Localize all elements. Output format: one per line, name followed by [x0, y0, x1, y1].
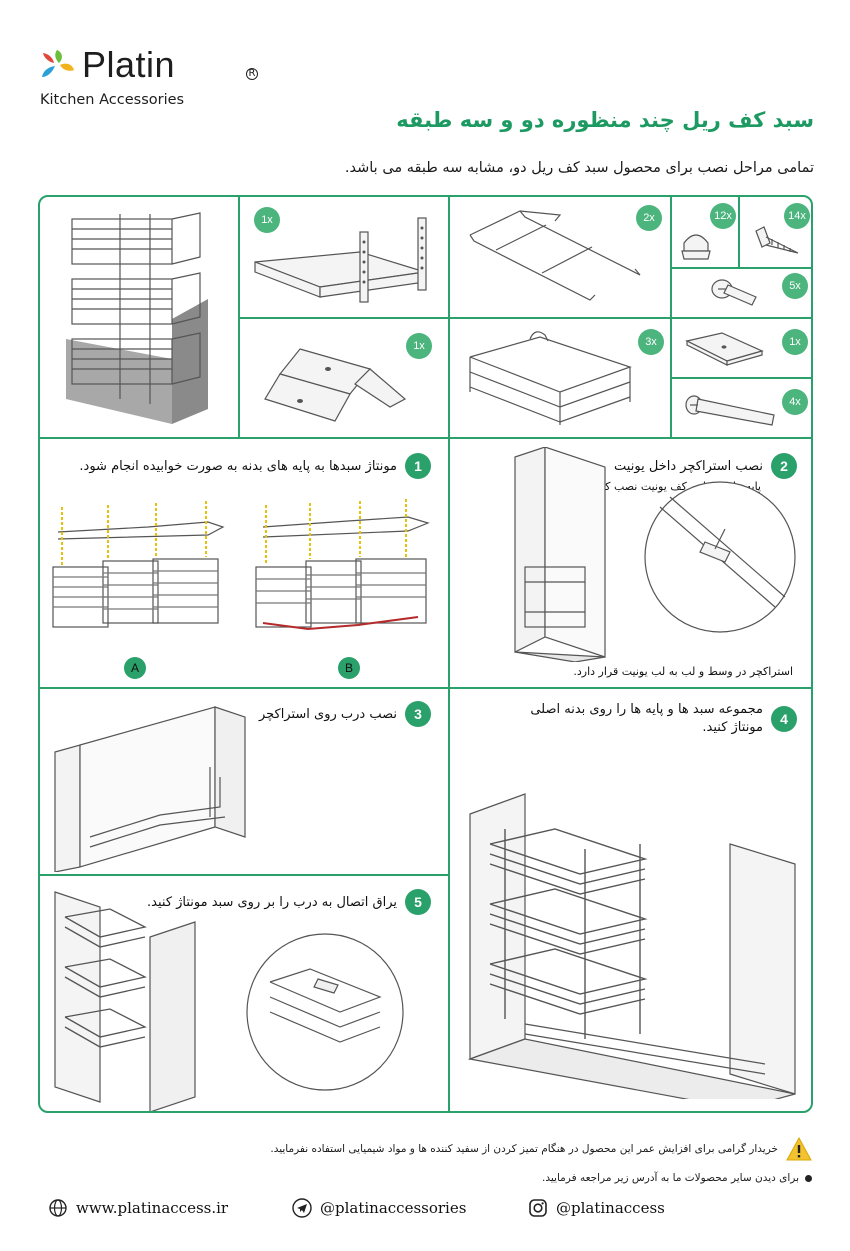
step-number: 2 — [771, 453, 797, 479]
step-5-heading: 5 یراق اتصال به درب را بر روی سبد مونتاژ… — [147, 889, 431, 915]
qty-badge: 1x — [782, 329, 808, 355]
step-1-illustration — [52, 499, 430, 631]
part-basket: 3x — [450, 319, 670, 437]
step-2-heading: 2 نصب استراکچر داخل یونیت — [614, 453, 797, 479]
qty-badge: 1x — [254, 207, 280, 233]
qty-badge: 1x — [406, 333, 432, 359]
step-3-heading: 3 نصب درب روی استراکچر — [259, 701, 431, 727]
brand-name: Platin — [82, 44, 176, 85]
divider — [670, 377, 811, 379]
part-bracket: 1x — [240, 319, 448, 437]
variant-b-label: B — [338, 657, 360, 679]
instagram-link[interactable]: @platinaccess — [556, 1199, 665, 1217]
divider — [40, 437, 811, 439]
qty-badge: 14x — [784, 203, 810, 229]
warning-text: خریدار گرامی برای افزایش عمر این محصول د… — [270, 1143, 778, 1155]
divider — [238, 317, 811, 319]
divider — [40, 687, 811, 689]
page-title: سبد کف ریل چند منظوره دو و سه طبقه — [396, 108, 814, 132]
bullet-icon — [805, 1174, 812, 1182]
globe-icon — [49, 1199, 67, 1217]
instagram-icon — [529, 1199, 547, 1217]
divider — [40, 874, 448, 876]
info-text: برای دیدن سایر محصولات ما به آدرس زیر مر… — [542, 1172, 799, 1184]
step-text: نصب استراکچر داخل یونیت — [614, 458, 763, 474]
page-subtitle: تمامی مراحل نصب برای محصول سبد کف ریل دو… — [344, 160, 814, 176]
telegram-icon — [292, 1198, 312, 1218]
step-number: 3 — [405, 701, 431, 727]
qty-badge: 4x — [782, 389, 808, 415]
step-text: نصب درب روی استراکچر — [258, 706, 397, 722]
brand-header: Platin R Kitchen Accessories — [40, 44, 260, 114]
warning-icon — [786, 1137, 812, 1161]
divider — [738, 197, 740, 267]
part-screw: 14x — [740, 197, 811, 267]
step-1-heading: 1 مونتاژ سبدها به پایه های بدنه به صورت … — [79, 453, 431, 479]
step-text: مونتاژ سبدها به پایه های بدنه به صورت خو… — [79, 458, 397, 474]
info-notice: برای دیدن سایر محصولات ما به آدرس زیر مر… — [542, 1172, 812, 1184]
brand-tagline: Kitchen Accessories — [40, 92, 185, 108]
instructions-frame: 1x 2x 12x 14x — [38, 195, 813, 1113]
step-4-illustration — [467, 793, 796, 1099]
step-4-heading: 4 مجموعه سبد ها و پایه ها را روی بدنه اص… — [513, 701, 797, 737]
step-text: یراق اتصال به درب را بر روی سبد مونتاژ ک… — [147, 894, 397, 910]
product-overview-image — [66, 212, 208, 424]
platin-logo-icon — [42, 50, 74, 77]
website-link[interactable]: www.platinaccess.ir — [76, 1199, 229, 1217]
registered-mark: R — [246, 68, 258, 80]
step-text: مجموعه سبد ها و پایه ها را روی بدنه اصلی… — [530, 702, 763, 735]
step-number: 1 — [405, 453, 431, 479]
warning-notice: خریدار گرامی برای افزایش عمر این محصول د… — [270, 1137, 812, 1161]
qty-badge: 5x — [782, 273, 808, 299]
divider — [448, 197, 450, 1111]
step-number: 4 — [771, 706, 797, 732]
variant-a-label: A — [124, 657, 146, 679]
footer-website[interactable]: www.platinaccess.ir — [48, 1198, 228, 1218]
divider — [670, 267, 811, 269]
step-5-illustration — [54, 891, 404, 1111]
part-cap-nut: 12x — [672, 197, 738, 267]
footer-telegram[interactable]: @platinaccessories — [292, 1198, 466, 1218]
qty-badge: 3x — [638, 329, 664, 355]
part-long-bolt: 4x — [672, 379, 811, 437]
qty-badge: 2x — [636, 205, 662, 231]
qty-badge: 12x — [710, 203, 736, 229]
step-2-illustration — [514, 447, 796, 662]
step-2-note-2: استراکچر در وسط و لب به لب یونیت قرار دا… — [573, 665, 793, 678]
part-frame-stand: 1x — [240, 197, 448, 317]
step-3-illustration — [54, 706, 246, 872]
footer-instagram[interactable]: @platinaccess — [528, 1198, 665, 1218]
part-bolt: 5x — [672, 269, 811, 317]
telegram-link[interactable]: @platinaccessories — [320, 1199, 467, 1217]
step-number: 5 — [405, 889, 431, 915]
part-plate: 1x — [672, 319, 811, 377]
part-top-rail: 2x — [450, 197, 670, 317]
